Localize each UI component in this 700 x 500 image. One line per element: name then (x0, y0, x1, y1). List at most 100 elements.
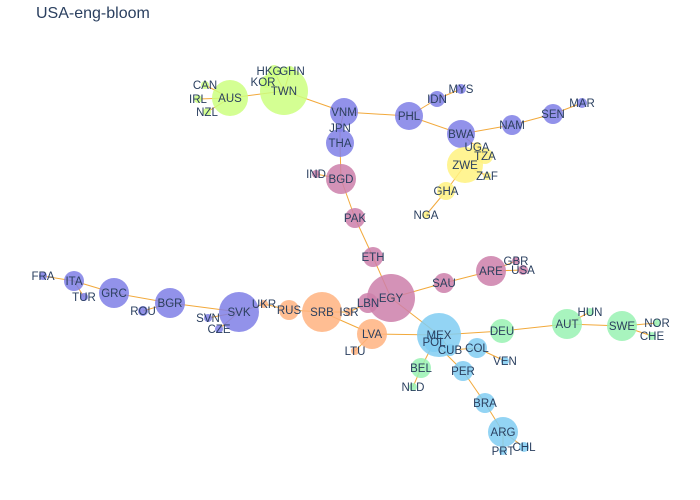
node-label-vnm: VNM (331, 107, 357, 119)
node-idn[interactable] (429, 91, 445, 107)
node-deu[interactable] (490, 319, 514, 343)
node-bra[interactable] (475, 393, 495, 413)
node-label-ita: ITA (65, 276, 82, 288)
node-label-per: PER (451, 366, 475, 378)
node-pol[interactable] (424, 332, 444, 352)
node-bwa[interactable] (447, 120, 475, 148)
node-sau[interactable] (434, 273, 454, 293)
node-label-twn: TWN (271, 86, 297, 98)
node-rou[interactable] (138, 306, 148, 316)
node-gbr[interactable] (512, 257, 520, 265)
node-label-pol: POL (422, 337, 446, 349)
node-nga[interactable] (422, 211, 430, 219)
node-bgd[interactable] (326, 164, 356, 194)
node-sen[interactable] (543, 104, 563, 124)
node-hun[interactable] (586, 308, 594, 316)
node-label-mex: MEX (427, 330, 452, 342)
node-fra[interactable] (39, 272, 47, 280)
node-prt[interactable] (499, 447, 507, 455)
node-svn[interactable] (204, 314, 212, 322)
node-label-ghn: GHN (279, 66, 305, 78)
node-cub[interactable] (444, 344, 456, 356)
node-label-prt: PRT (492, 446, 515, 458)
node-arg[interactable] (488, 417, 518, 447)
node-srb[interactable] (302, 292, 342, 332)
node-label-irl: IRL (189, 94, 208, 106)
node-uga[interactable] (472, 142, 482, 152)
node-ind[interactable] (312, 170, 320, 178)
node-nor[interactable] (653, 319, 661, 327)
node-label-pak: PAK (344, 213, 366, 225)
node-tha[interactable] (326, 129, 354, 157)
node-per[interactable] (453, 361, 473, 381)
node-bel[interactable] (411, 358, 431, 378)
node-label-isr: ISR (339, 307, 358, 319)
node-chl[interactable] (519, 442, 529, 452)
node-label-bgr: BGR (158, 298, 183, 310)
node-label-ltu: LTU (345, 346, 366, 358)
node-mar[interactable] (577, 98, 587, 108)
node-swe[interactable] (607, 311, 637, 341)
node-label-rou: ROU (130, 306, 156, 318)
node-label-nam: NAM (499, 120, 525, 132)
node-label-bgd: BGD (329, 174, 354, 186)
node-label-hkg: HKG (257, 66, 282, 78)
node-aus[interactable] (212, 80, 248, 116)
node-layer (39, 65, 661, 455)
node-label-egy: EGY (379, 293, 404, 305)
node-zwe[interactable] (447, 147, 483, 183)
node-aut[interactable] (552, 309, 582, 339)
node-label-nor: NOR (644, 318, 670, 330)
node-rus[interactable] (279, 300, 299, 320)
node-usa[interactable] (518, 265, 528, 275)
node-label-swe: SWE (609, 321, 636, 333)
node-nam[interactable] (502, 115, 522, 135)
node-label-ind: IND (306, 169, 326, 181)
node-cze[interactable] (215, 325, 223, 333)
node-svk[interactable] (219, 292, 259, 332)
node-label-aus: AUS (218, 93, 242, 105)
node-ukr[interactable] (260, 300, 268, 308)
node-tur[interactable] (80, 293, 88, 301)
node-label-eth: ETH (362, 252, 385, 264)
node-irl[interactable] (194, 95, 202, 103)
node-nld[interactable] (409, 383, 417, 391)
node-label-grc: GRC (101, 288, 127, 300)
node-label-lva: LVA (362, 329, 382, 341)
node-lbn[interactable] (358, 293, 378, 313)
node-grc[interactable] (99, 278, 129, 308)
node-lva[interactable] (357, 319, 387, 349)
node-nzl[interactable] (203, 108, 211, 116)
node-bgr[interactable] (155, 288, 185, 318)
node-label-idn: IDN (427, 94, 447, 106)
node-phl[interactable] (395, 102, 423, 130)
node-label-cze: CZE (208, 324, 231, 336)
chart-title: USA-eng-bloom (36, 5, 150, 22)
node-label-zwe: ZWE (452, 160, 478, 172)
node-zaf[interactable] (483, 172, 491, 180)
node-che[interactable] (648, 332, 656, 340)
node-gha[interactable] (437, 182, 455, 200)
node-egy[interactable] (367, 274, 415, 322)
node-label-tur: TUR (72, 292, 96, 304)
node-ven[interactable] (501, 357, 509, 365)
node-vnm[interactable] (330, 98, 358, 126)
node-label-arg: ARG (491, 427, 516, 439)
node-eth[interactable] (363, 247, 383, 267)
node-ita[interactable] (64, 271, 84, 291)
node-twn[interactable] (260, 67, 308, 115)
node-are[interactable] (476, 256, 506, 286)
node-ltu[interactable] (351, 347, 359, 355)
node-label-gha: GHA (434, 186, 459, 198)
node-label-mar: MAR (569, 98, 595, 110)
node-col[interactable] (467, 338, 487, 358)
node-pak[interactable] (345, 208, 365, 228)
node-label-gbr: GBR (504, 256, 529, 268)
node-isr[interactable] (345, 308, 353, 316)
node-label-kor: KOR (251, 77, 276, 89)
node-label-hun: HUN (578, 307, 603, 319)
node-can[interactable] (201, 81, 209, 89)
node-mys[interactable] (456, 84, 466, 94)
node-label-col: COL (465, 343, 489, 355)
